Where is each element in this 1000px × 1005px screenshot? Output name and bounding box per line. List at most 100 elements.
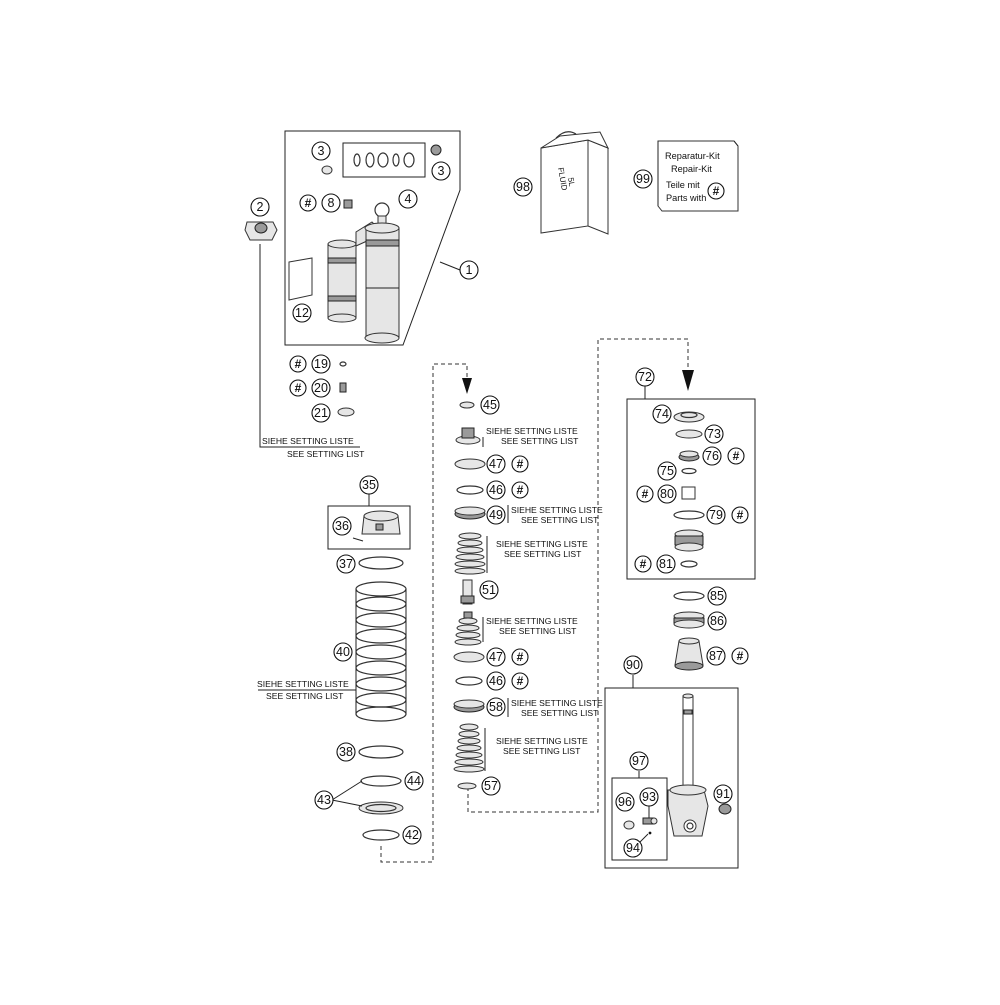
callout-44-label: 44 (407, 774, 421, 788)
callout-94-label: 94 (626, 841, 640, 855)
part-79-ring (673, 510, 705, 520)
callout-96: 96 (615, 792, 635, 812)
hash-marker-87-label: # (737, 649, 744, 663)
part-81-ring (680, 560, 698, 568)
shim-stack-lower (453, 723, 485, 773)
callout-97: 97 (629, 751, 649, 771)
leader-43b (331, 799, 363, 807)
part-91-nut (718, 803, 732, 815)
callout-38: 38 (336, 742, 356, 762)
callout-86-label: 86 (710, 614, 724, 628)
callout-3a: 3 (311, 141, 331, 161)
callout-87-label: 87 (709, 649, 723, 663)
fluid-label-line1: FLUID (556, 167, 569, 192)
repair-kit-line1: Reparatur-Kit (665, 151, 720, 161)
hash-marker-repair-kit-label: # (713, 184, 720, 198)
part-96-adjuster (623, 820, 635, 830)
part-47a-shim (454, 458, 486, 470)
callout-8: 8 (321, 193, 341, 213)
callout-79: 79 (706, 505, 726, 525)
callout-57-label: 57 (484, 779, 498, 793)
group-72-frame (626, 398, 756, 580)
callout-3a-label: 3 (318, 144, 325, 158)
callout-91-label: 91 (716, 787, 730, 801)
note-siehe-7: SIEHE SETTING LISTE (511, 698, 603, 708)
part-46a-ring (456, 485, 484, 495)
hash-marker-76: # (727, 447, 745, 465)
callout-86: 86 (707, 611, 727, 631)
hash-marker-80-label: # (642, 487, 649, 501)
callout-72: 72 (635, 367, 655, 387)
callout-90-label: 90 (626, 658, 640, 672)
seal-rings-set (353, 152, 415, 168)
callout-35: 35 (359, 475, 379, 495)
part-49-piston (454, 506, 486, 520)
callout-19: 19 (311, 354, 331, 374)
arrow-down-45 (462, 378, 472, 394)
callout-47b: 47 (486, 647, 506, 667)
hash-marker-repair-kit: # (707, 182, 725, 200)
part-57-washer (457, 782, 477, 790)
hash-marker-81-label: # (640, 557, 647, 571)
hash-marker-19: # (289, 355, 307, 373)
note-see-3: SEE SETTING LIST (501, 436, 579, 446)
callout-36: 36 (332, 516, 352, 536)
hash-marker-80: # (636, 485, 654, 503)
callout-97-label: 97 (632, 754, 646, 768)
callout-8-label: 8 (328, 196, 335, 210)
part-94-ball (648, 831, 652, 835)
callout-1: 1 (459, 260, 479, 280)
bearing-small-right (430, 144, 442, 156)
callout-37-label: 37 (339, 557, 353, 571)
note-see-2: SEE SETTING LIST (266, 691, 344, 701)
note-siehe-1: SIEHE SETTING LISTE (262, 436, 354, 446)
callout-51: 51 (479, 580, 499, 600)
callout-19-label: 19 (314, 357, 328, 371)
part-85-ring (673, 591, 705, 601)
fluid-can: FLUID 5L (540, 131, 610, 235)
callout-91: 91 (713, 784, 733, 804)
part-58-piston (453, 699, 485, 713)
part-42-ring (362, 829, 400, 841)
reservoir-cylinder (327, 221, 379, 323)
leader-1 (439, 261, 461, 271)
shim-stack-upper (454, 532, 486, 575)
hash-marker-20-label: # (295, 381, 302, 395)
callout-38-label: 38 (339, 745, 353, 759)
part-top-cap (455, 427, 481, 445)
callout-3b-label: 3 (438, 164, 445, 178)
leader-2-setting (259, 244, 360, 448)
callout-46b-label: 46 (489, 674, 503, 688)
callout-93: 93 (639, 787, 659, 807)
part-44-ring (360, 775, 402, 787)
callout-76: 76 (702, 446, 722, 466)
callout-46b: 46 (486, 671, 506, 691)
hash-marker-79: # (731, 506, 749, 524)
callout-98: 98 (513, 177, 533, 197)
callout-93-label: 93 (642, 790, 656, 804)
callout-99: 99 (633, 169, 653, 189)
hash-marker-46b-label: # (517, 674, 524, 688)
callout-37: 37 (336, 554, 356, 574)
hash-marker-47a: # (511, 455, 529, 473)
dashed-link-left (380, 363, 468, 863)
callout-74: 74 (652, 404, 672, 424)
callout-79-label: 79 (709, 508, 723, 522)
part-20-valve (339, 382, 347, 393)
callout-47a: 47 (486, 454, 506, 474)
dashed-link-right (467, 338, 689, 813)
part-87-bumper (674, 637, 704, 671)
callout-96-label: 96 (618, 795, 632, 809)
group-90-frame (604, 687, 739, 869)
note-siehe-3: SIEHE SETTING LISTE (486, 426, 578, 436)
callout-4-label: 4 (405, 192, 412, 206)
main-spring (355, 581, 407, 722)
callout-21: 21 (311, 403, 331, 423)
part-75-ring (681, 467, 697, 475)
callout-12-label: 12 (295, 306, 309, 320)
callout-1-label: 1 (466, 263, 473, 277)
callout-80: 80 (657, 484, 677, 504)
part-21-seal (337, 407, 355, 417)
